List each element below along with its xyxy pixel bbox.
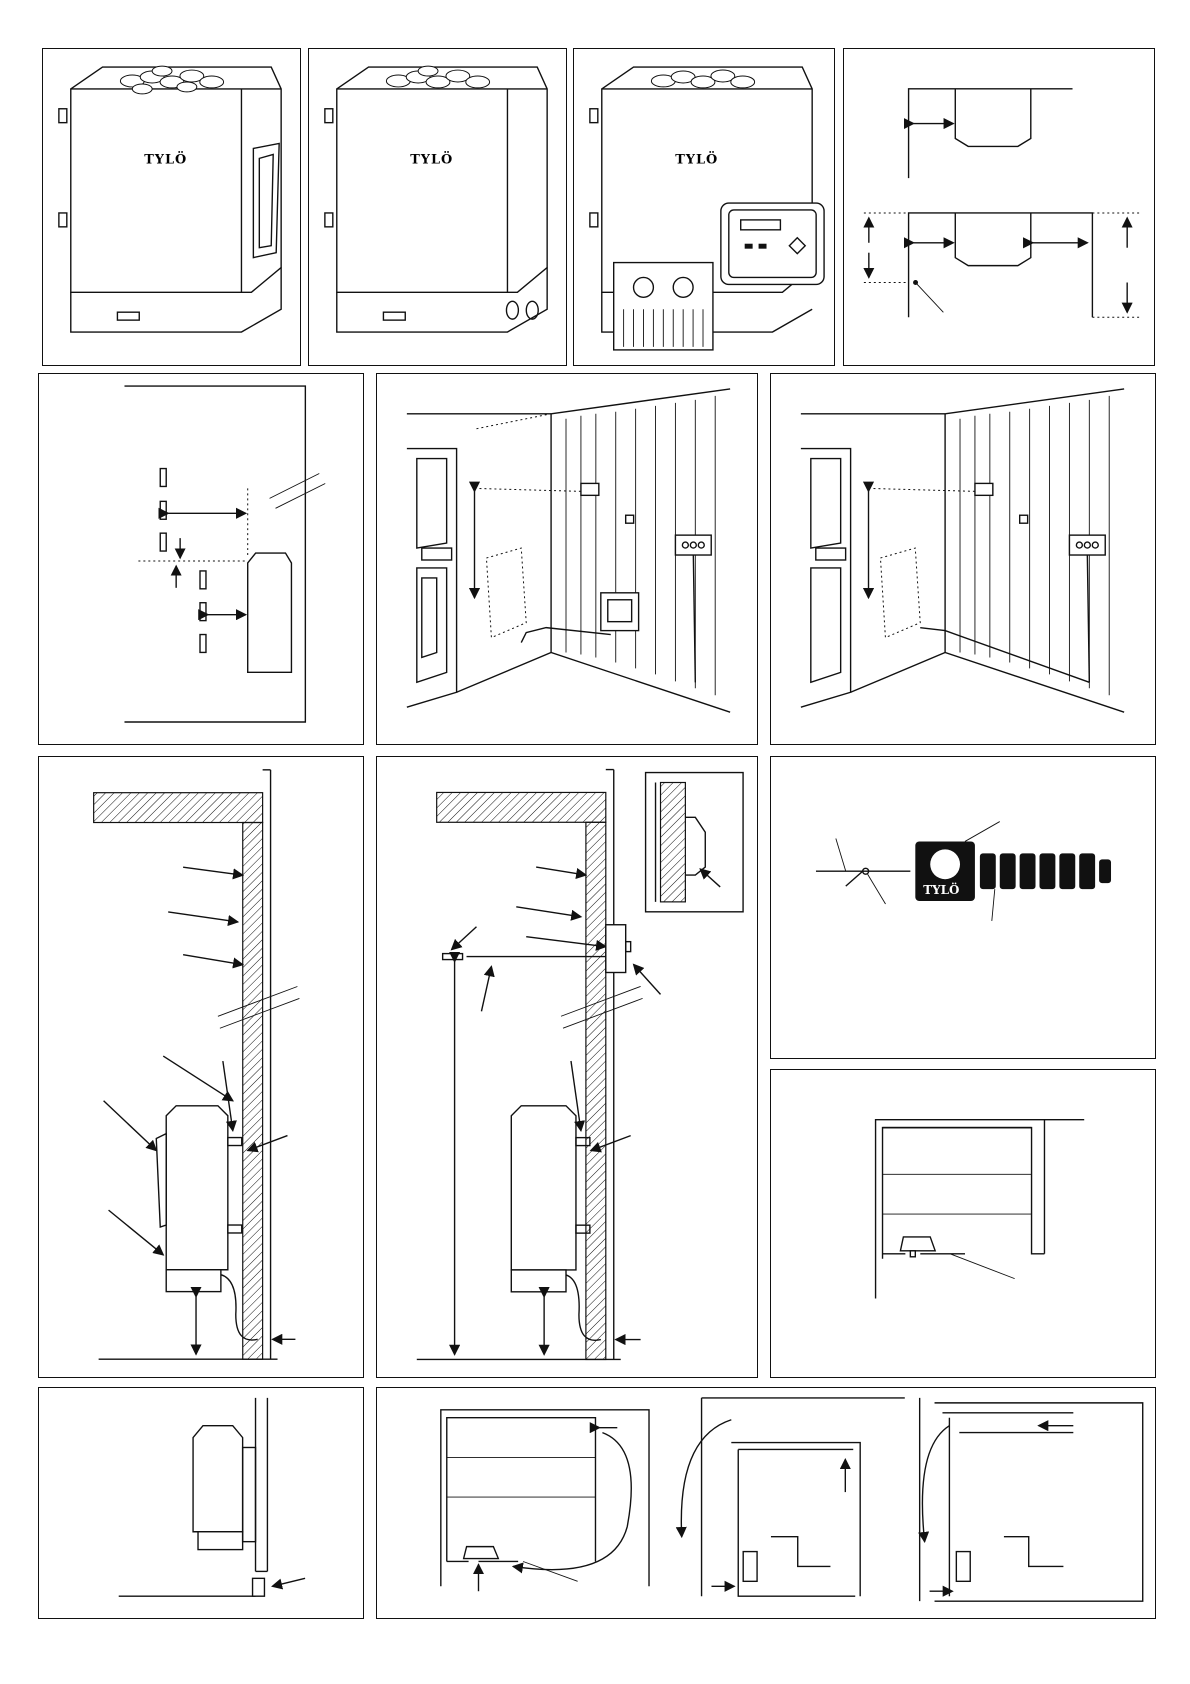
heater-illustration: TYLÖ — [309, 49, 566, 365]
clearance-diagram — [844, 49, 1154, 365]
panel-side-clearance — [38, 373, 364, 745]
tylo-logo: TYLÖ — [410, 150, 453, 167]
tylo-logo: TYLÖ — [675, 150, 718, 167]
sensor-detail-diagram: TYLÖ — [771, 757, 1155, 1058]
panel-wall-section-heater — [38, 756, 364, 1378]
panel-small-wall-mount — [38, 1387, 364, 1619]
wall-section-diagram — [39, 757, 363, 1377]
panel-heater-with-window: TYLÖ — [42, 48, 301, 366]
heater-illustration: TYLÖ — [43, 49, 300, 365]
panel-room-wiring-simple — [770, 373, 1156, 745]
panel-room-wiring-with-control — [376, 373, 758, 745]
panel-heater-with-knobs: TYLÖ — [308, 48, 567, 366]
room-wiring-diagram — [377, 374, 757, 744]
heater-illustration: TYLÖ — [574, 49, 834, 365]
wall-mount-diagram — [39, 1388, 363, 1618]
panel-clearance-plan — [843, 48, 1155, 366]
room-wiring-diagram — [771, 374, 1155, 744]
panel-wall-section-sensor — [376, 756, 758, 1378]
panel-floor-plan-vent — [770, 1069, 1156, 1378]
panel-heater-with-control-panels: TYLÖ — [573, 48, 835, 366]
panel-sensor-detail: TYLÖ — [770, 756, 1156, 1059]
airflow-diagram — [377, 1388, 1155, 1618]
tylo-logo: TYLÖ — [923, 883, 959, 897]
wall-section-diagram — [377, 757, 757, 1377]
floor-plan-diagram — [771, 1070, 1155, 1377]
tylo-logo: TYLÖ — [144, 150, 187, 167]
side-clearance-diagram — [39, 374, 363, 744]
panel-airflow-plans — [376, 1387, 1156, 1619]
